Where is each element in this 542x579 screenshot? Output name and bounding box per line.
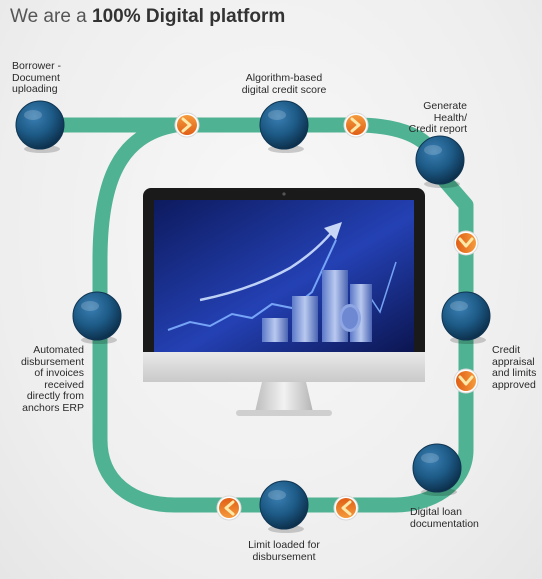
step-label-documentation: Digital loan documentation [410, 506, 479, 530]
step-label-limit: Limit loaded for disbursement [248, 539, 320, 563]
step-node-borrower [15, 100, 65, 153]
chevron-arrow-icon [216, 495, 242, 521]
step-node-limit [259, 480, 309, 533]
chevron-arrow-icon [453, 368, 479, 394]
step-label-appraisal: Credit appraisal and limits approved [492, 344, 537, 391]
step-label-report: Generate Health/ Credit report [408, 100, 467, 135]
step-node-appraisal [441, 291, 491, 344]
chevron-arrow-icon [453, 230, 479, 256]
title-prefix: We are a [10, 6, 87, 27]
chevron-arrow-icon [343, 112, 369, 138]
step-node-algorithm [259, 100, 309, 153]
step-label-disbursement: Automated disbursement of invoices recei… [20, 344, 84, 414]
step-label-borrower: Borrower - Document uploading [12, 60, 62, 95]
step-node-report [415, 135, 465, 188]
step-label-algorithm: Algorithm-based digital credit score [241, 72, 327, 96]
step-node-documentation [412, 443, 462, 496]
title-strong: 100% Digital platform [92, 6, 286, 27]
page-title: We are a 100% Digital platform [10, 6, 285, 28]
monitor-illustration [143, 188, 425, 416]
step-node-disbursement [72, 291, 122, 344]
chevron-arrow-icon [333, 495, 359, 521]
chevron-arrow-icon [174, 112, 200, 138]
